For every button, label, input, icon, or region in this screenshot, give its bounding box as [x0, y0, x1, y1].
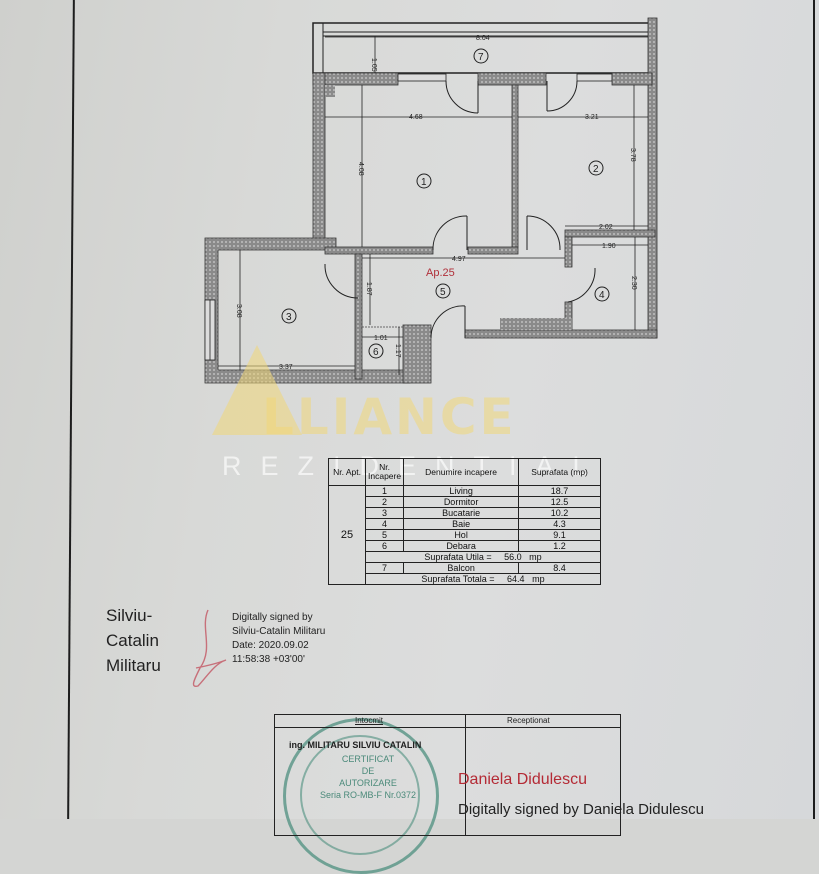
watermark-brand: LLIANCE [262, 388, 517, 446]
signature-details: Digitally signed by Silviu-Catalin Milit… [232, 612, 326, 665]
dim-bath-top: 2.02 [599, 224, 613, 231]
room-area: 9.1 [518, 529, 601, 541]
room-no: 3 [364, 507, 405, 519]
useful-area-row: Suprafata Utila = 56.0 mp [329, 551, 601, 563]
svg-text:3: 3 [286, 312, 292, 323]
header-apt: Nr. Apt. [328, 458, 366, 486]
dim-hall-length: 4.97 [452, 256, 466, 263]
balcony-outline [312, 22, 656, 74]
header-room-no: Nr. Incapere [364, 458, 405, 486]
room-name: Balcon [403, 562, 520, 574]
room-no: 7 [364, 562, 405, 574]
useful-area: Suprafata Utila = 56.0 mp [365, 551, 601, 563]
room-marker-7: 7 [473, 48, 489, 64]
room-area: 10.2 [518, 507, 601, 519]
receiver-signature: Digitally signed by Daniela Didulescu [458, 801, 704, 818]
room-area: 12.5 [518, 496, 601, 508]
room-marker-6: 6 [368, 343, 384, 359]
dim-bath-depth: 2.30 [630, 276, 637, 290]
watermark-logo-icon [212, 345, 302, 435]
room-area: 18.7 [518, 485, 601, 497]
digital-signature-icon [192, 609, 227, 687]
receiver-name: Daniela Didulescu [458, 771, 587, 788]
room-no: 5 [364, 529, 405, 541]
page-right-border [813, 0, 815, 819]
dim-bath-width: 1.90 [602, 243, 616, 250]
dim-balcony-depth: 1.05 [370, 58, 377, 72]
received-header: Receptionat [507, 716, 550, 725]
room-name: Dormitor [403, 496, 520, 508]
room-name: Hol [403, 529, 520, 541]
dim-room2-depth: 3.78 [629, 148, 636, 162]
total-area: Suprafata Totala = 64.4 mp [365, 573, 601, 585]
floor-plan: 8.04 1.05 4.68 3.21 4.08 3.78 2.02 1.90 … [204, 17, 658, 384]
dim-kitchen-depth: 3.08 [235, 304, 242, 318]
table-header-row: Nr. Apt. Nr. Incapere Denumire incapere … [328, 458, 601, 486]
apartment-label: Ap.25 [426, 267, 455, 279]
room-marker-1: 1 [416, 173, 432, 189]
room-areas-table: Nr. Apt. Nr. Incapere Denumire incapere … [328, 458, 601, 585]
room-name: Debara [403, 540, 520, 552]
room-marker-5: 5 [435, 283, 451, 299]
room-marker-4: 4 [594, 286, 610, 302]
table-row: 25 1 Living 18.7 [328, 485, 601, 585]
svg-text:1: 1 [421, 177, 427, 188]
dim-hall-depth: 1.87 [365, 282, 372, 296]
signer-name: Silviu- Catalin Militaru [106, 606, 161, 675]
svg-text:7: 7 [478, 52, 484, 63]
room-area: 8.4 [518, 562, 601, 574]
room-no: 6 [364, 540, 405, 552]
header-room-name: Denumire incapere [403, 458, 520, 486]
room-name: Bucatarie [403, 507, 520, 519]
dim-room2-width: 3.21 [585, 114, 599, 121]
dim-room1-depth: 4.08 [357, 162, 364, 176]
total-area-row: Suprafata Totala = 64.4 mp [329, 573, 601, 585]
header-area: Suprafata (mp) [518, 458, 601, 486]
room-marker-2: 2 [588, 160, 604, 176]
room-name: Baie [403, 518, 520, 530]
dim-room1-width: 4.68 [409, 114, 423, 121]
svg-text:2: 2 [593, 164, 599, 175]
dim-storage-width: 1.01 [374, 335, 388, 342]
engineer-name: ing. MILITARU SILVIU CATALIN [289, 740, 422, 750]
stamp-text: CERTIFICAT DE AUTORIZARE Seria RO-MB-F N… [319, 754, 417, 800]
room-area: 4.3 [518, 518, 601, 530]
room-area: 1.2 [518, 540, 601, 552]
room-no: 2 [364, 496, 405, 508]
dim-storage-depth: 1.17 [394, 344, 401, 358]
svg-text:5: 5 [440, 287, 446, 298]
svg-text:4: 4 [599, 290, 605, 301]
svg-text:6: 6 [373, 347, 379, 358]
room-marker-3: 3 [281, 308, 297, 324]
room-name: Living [403, 485, 520, 497]
dim-balcony-length: 8.04 [476, 35, 490, 42]
apt-number: 25 [328, 485, 366, 585]
prepared-by-header: Intocmit [355, 716, 384, 725]
room-no: 1 [364, 485, 405, 497]
room-no: 4 [364, 518, 405, 530]
